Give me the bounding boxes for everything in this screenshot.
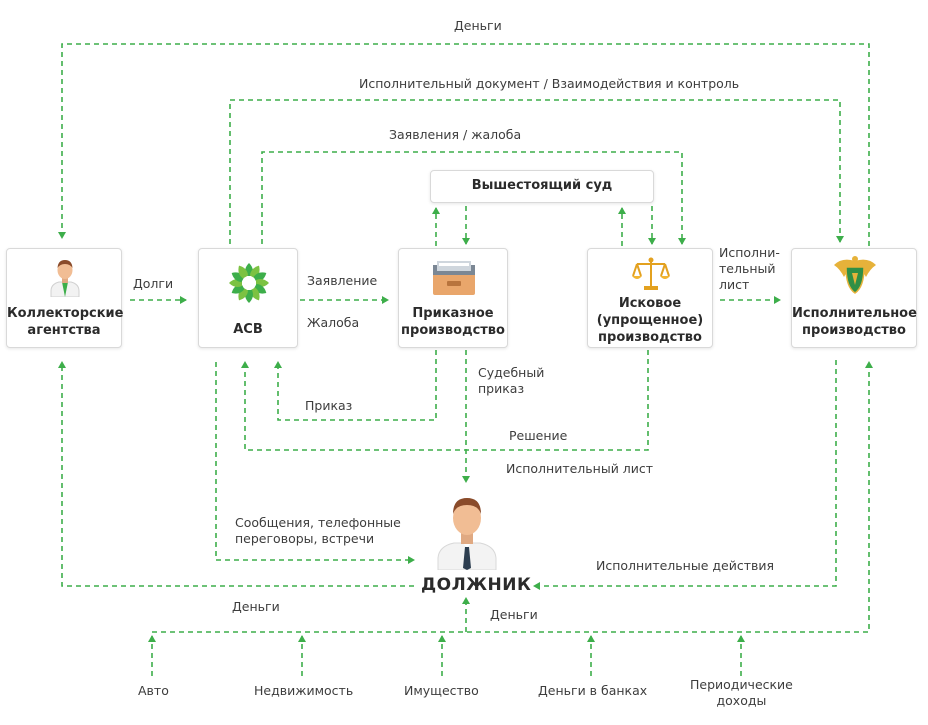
arrow-messages (215, 362, 415, 564)
label-money-top: Деньги (454, 18, 502, 33)
arrow-decision (241, 350, 649, 451)
label-decision: Решение (509, 428, 568, 443)
arrow-money-right (152, 361, 873, 633)
node-higher-court[interactable]: Вышестоящий суд (430, 170, 654, 203)
asset-real-estate: Недвижимость (254, 683, 354, 698)
label-exec-doc: Исполнительный документ / Взаимодействия… (359, 76, 740, 91)
person-icon (50, 260, 80, 297)
node-order-proceedings[interactable]: Приказное производство (398, 248, 508, 348)
label-money-left: Деньги (232, 599, 280, 614)
file-cabinet-icon (433, 261, 475, 295)
node-claim-proceedings[interactable]: Исковое (упрощенное) производство (587, 248, 713, 348)
label-order: Приказ (305, 398, 353, 413)
label-complaint: Жалоба (307, 315, 360, 330)
label-claims-complaint: Заявления / жалоба (389, 127, 522, 142)
asv-label: АСВ (233, 322, 263, 337)
label-exec-sheet: Исполнительный лист (506, 461, 654, 476)
higher-court-label: Вышестоящий суд (471, 178, 613, 193)
asset-property: Имущество (404, 683, 479, 698)
label-exec-actions: Исполнительные действия (596, 558, 774, 573)
label-court-order: Судебный приказ (478, 365, 545, 396)
asset-auto: Авто (138, 683, 169, 698)
claim-proceedings-label: Исковое (упрощенное) производство (596, 296, 704, 345)
arrow-money-left (58, 361, 414, 587)
order-proceedings-label: Приказное производство (401, 306, 505, 338)
fssp-emblem-icon (834, 256, 876, 294)
node-collectors[interactable]: Коллекторские агентства (6, 248, 124, 348)
debtor-avatar-icon (437, 498, 497, 570)
arrow-order (274, 350, 437, 421)
debtor-label: ДОЛЖНИК (421, 575, 532, 595)
arrow-exec-actions (533, 360, 837, 590)
node-asv[interactable]: АСВ (198, 248, 298, 348)
arrow-exec-doc (229, 99, 844, 244)
label-messages: Сообщения, телефонные переговоры, встреч… (235, 515, 401, 546)
label-money-center: Деньги (490, 607, 538, 622)
label-exec-sheet-right: Исполни- тельный лист (719, 245, 780, 292)
enforcement-label: Исполнительное производство (792, 306, 917, 338)
node-enforcement[interactable]: Исполнительное производство (791, 248, 917, 348)
asset-bank-money: Деньги в банках (538, 683, 648, 698)
arrow-money-top (58, 43, 870, 246)
collectors-label: Коллекторские агентства (7, 306, 124, 338)
asset-periodic-income: Периодические доходы (690, 677, 793, 708)
asv-logo-icon (229, 263, 269, 303)
label-debts: Долги (133, 276, 174, 291)
label-application: Заявление (307, 273, 378, 288)
scales-icon (632, 257, 670, 290)
arrow-claims-complaint (261, 151, 686, 245)
